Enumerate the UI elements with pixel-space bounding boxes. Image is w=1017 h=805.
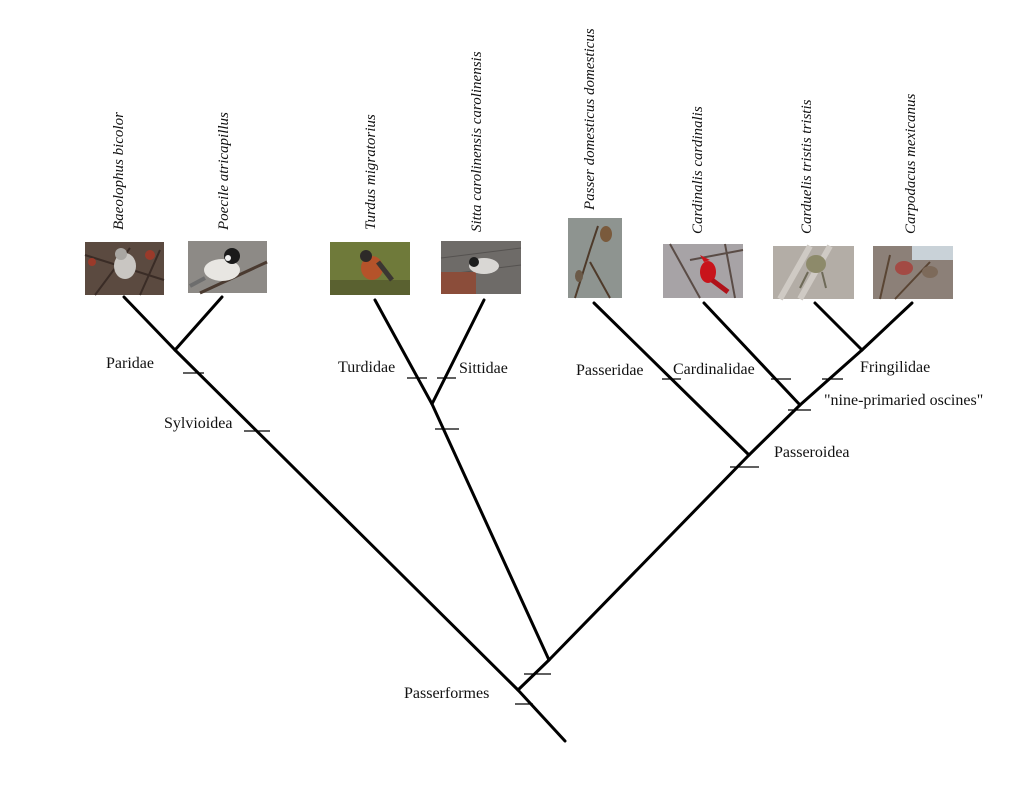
branch-turdus (373, 298, 434, 406)
clade-label-sittidae: Sittidae (459, 360, 508, 377)
clade-label-nine-primaried-oscines: "nine-primaried oscines" (824, 392, 983, 409)
clade-label-passerformes: Passerformes (404, 685, 489, 702)
branch-carduelis (813, 301, 864, 352)
clade-label-cardinalidae: Cardinalidae (673, 361, 755, 378)
branch-carpodacus (860, 301, 914, 352)
clade-label-turdidae: Turdidae (338, 359, 395, 376)
clade-label-fringilidae: Fringilidae (860, 359, 930, 376)
branch-passerida (516, 658, 551, 692)
branch-turdidae-sittidae (430, 402, 551, 662)
species-label: Carpodacus mexicanus (903, 93, 919, 234)
branch-baeolophus (122, 295, 177, 352)
branch-root (516, 688, 567, 743)
branch-poecile (173, 295, 224, 352)
branch-sylvioidea (173, 348, 520, 692)
photo-sitta-carolinensis (440, 241, 522, 294)
photo-passer-domesticus (568, 218, 622, 299)
species-label: Baeolophus bicolor (111, 112, 127, 230)
species-label: Turdus migratorius (363, 114, 379, 230)
species-label: Sitta carolinensis carolinensis (469, 51, 485, 232)
photo-cardinalis-cardinalis (663, 243, 744, 299)
clade-label-sylvioidea: Sylvioidea (164, 415, 232, 432)
photo-turdus-migratorius (330, 242, 410, 295)
clade-label-paridae: Paridae (106, 355, 154, 372)
branch-fringilidae (798, 348, 864, 407)
branch-cardinalis (702, 301, 802, 407)
photo-baeolophus-bicolor (84, 242, 165, 296)
species-label: Carduelis tristis tristis (799, 99, 815, 234)
clade-label-passeroidea: Passeroidea (774, 444, 850, 461)
clade-label-passeridae: Passeridae (576, 362, 644, 379)
photo-carpodacus-mexicanus (873, 246, 953, 300)
species-label: Passer domesticus domesticus (582, 28, 598, 211)
branch-sitta (430, 298, 486, 406)
photo-poecile-atricapillus (188, 241, 268, 295)
species-label: Cardinalis cardinalis (690, 106, 706, 234)
clade-ticks (183, 372, 843, 705)
photo-carduelis-tristis (773, 244, 854, 301)
branch-passeroidea (547, 453, 751, 662)
tree-branches (122, 295, 914, 743)
branch-nine-primaried (747, 403, 802, 457)
species-label: Poecile atricapillus (216, 112, 232, 231)
